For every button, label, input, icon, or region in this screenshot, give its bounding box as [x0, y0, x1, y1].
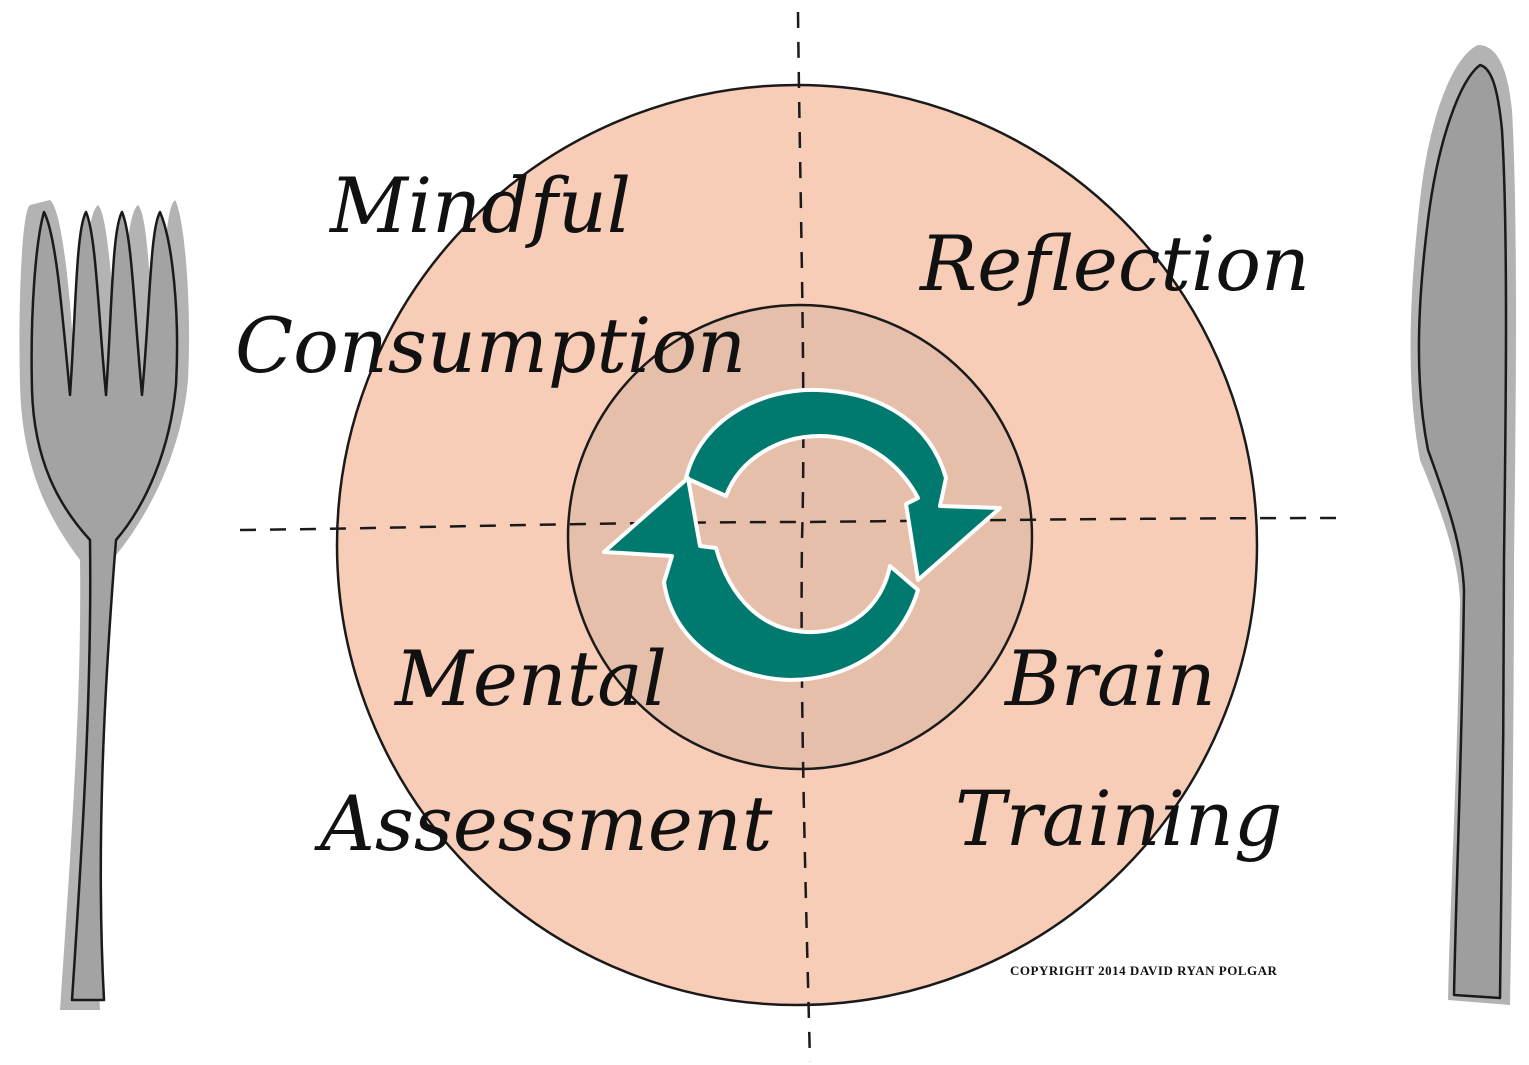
plate [335, 83, 1259, 1007]
quadrant-labels: Mindful Consumption Reflection Mental As… [235, 161, 1310, 868]
fork-body [30, 210, 179, 1002]
plate-inner-circle [566, 303, 1034, 771]
label-brain: Brain [1003, 634, 1216, 723]
fork-icon [19, 200, 190, 1010]
cycle-arrows-icon [602, 387, 1002, 682]
copyright-notice: COPYRIGHT 2014 DAVID RYAN POLGAR [1010, 963, 1277, 978]
label-consumption: Consumption [235, 301, 746, 390]
cycle-arrow-lower [602, 476, 920, 682]
label-reflection: Reflection [918, 219, 1310, 308]
horizontal-divider [239, 516, 1346, 532]
label-training: Training [955, 774, 1283, 863]
label-mindful: Mindful [328, 161, 631, 250]
knife-icon [1410, 45, 1516, 1005]
quadrant-dividers [239, 11, 1346, 1063]
knife-body [1417, 63, 1508, 1000]
label-assessment: Assessment [314, 779, 773, 868]
cycle-arrow-upper [684, 387, 1002, 582]
label-mental: Mental [393, 634, 667, 723]
vertical-divider [796, 11, 812, 1063]
